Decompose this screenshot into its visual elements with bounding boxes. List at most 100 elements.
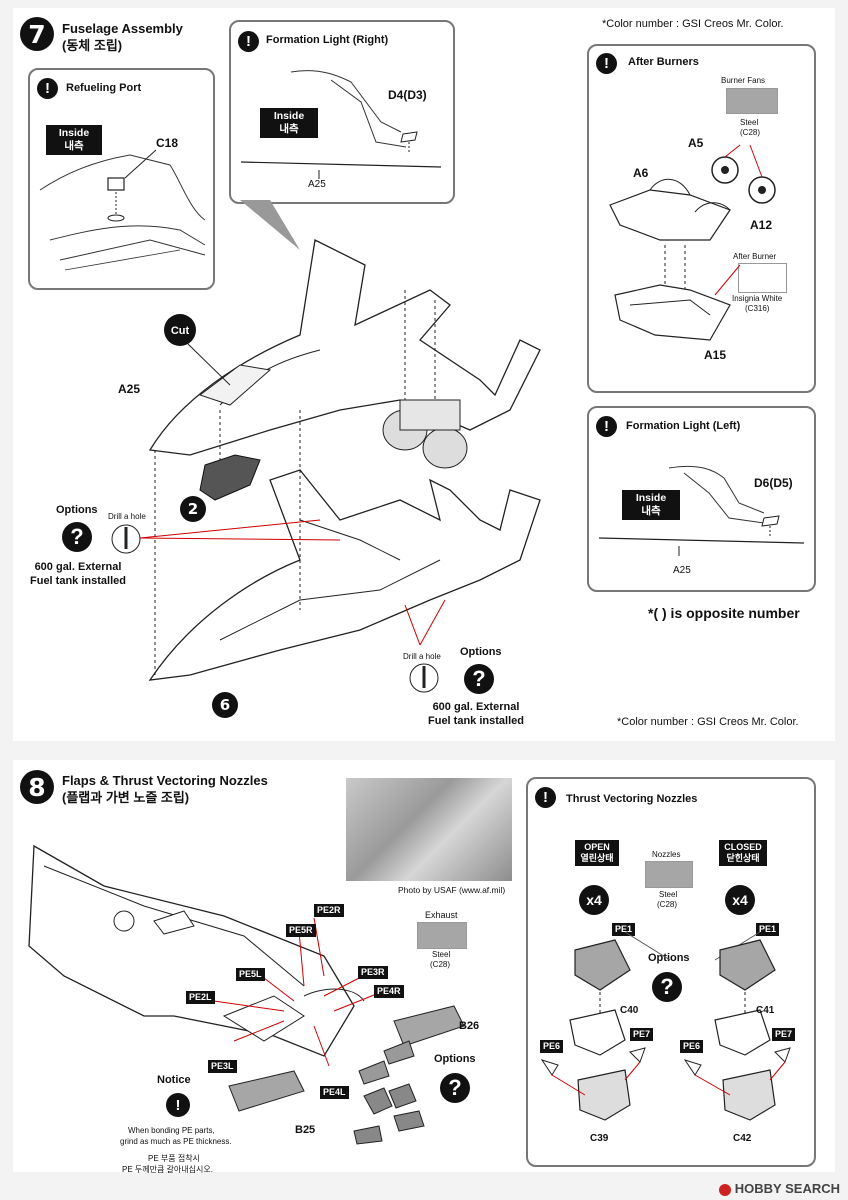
- options-label: Options: [460, 646, 502, 658]
- pe1-closed-tag: PE1: [756, 923, 780, 936]
- callout-pointer: [240, 200, 300, 250]
- burner-fans-swatch: [726, 88, 778, 114]
- part-b25: B25: [295, 1124, 316, 1136]
- exhaust-color: Steel: [432, 950, 451, 959]
- pe7-open-tag: PE7: [630, 1028, 654, 1041]
- part-c42: C42: [733, 1133, 752, 1144]
- part-a15: A15: [704, 348, 727, 362]
- pe5l-tag: PE5L: [236, 968, 265, 981]
- refueling-port-title: Refueling Port: [66, 82, 142, 94]
- watermark: HOBBY SEARCH: [718, 1181, 840, 1196]
- formation-light-right-title: Formation Light (Right): [266, 34, 389, 46]
- options-question-icon: ?: [440, 1073, 470, 1103]
- notice-title: Notice: [157, 1074, 191, 1086]
- step-8-title-ko: (플랩과 가변 노즐 조립): [62, 790, 190, 805]
- part-a12: A12: [750, 218, 773, 232]
- pe4r-tag: PE4R: [374, 985, 404, 998]
- pe7-closed-tag: PE7: [772, 1028, 796, 1041]
- part-a6: A6: [633, 166, 649, 180]
- part-a25: A25: [118, 382, 141, 396]
- drill-icon: [409, 663, 439, 693]
- nozzles-swatch: [645, 861, 693, 888]
- after-burner-color: Insignia White: [732, 294, 783, 303]
- notice-warning-icon: !: [166, 1093, 190, 1117]
- options-label: Options: [56, 504, 98, 516]
- part-b26: B26: [459, 1020, 480, 1032]
- step-7-title-ko: (동체 조립): [62, 38, 123, 53]
- warning-icon: !: [37, 78, 58, 99]
- drill-label: Drill a hole: [403, 652, 441, 661]
- pe6-closed-tag: PE6: [680, 1040, 704, 1053]
- part-a5: A5: [688, 136, 704, 150]
- warning-icon: !: [596, 53, 617, 74]
- pe2l-tag: PE2L: [186, 991, 215, 1004]
- burner-fans-color: Steel: [740, 118, 759, 127]
- tvn-title: Thrust Vectoring Nozzles: [566, 793, 698, 805]
- step-8-number: 8: [20, 770, 54, 804]
- color-note-top: *Color number : GSI Creos Mr. Color.: [602, 18, 784, 30]
- refueling-port-drawing: [39, 149, 206, 271]
- sub-assembly-6: 6: [212, 692, 238, 718]
- nozzles-code: (C28): [657, 900, 678, 909]
- options-question-icon: ?: [62, 522, 92, 552]
- pe3r-tag: PE3R: [358, 966, 388, 979]
- notice-ko2: PE 두께만큼 갈아내십시오.: [122, 1165, 213, 1174]
- x4-open: x4: [579, 885, 609, 915]
- part-d4-d3: D4(D3): [388, 88, 427, 102]
- ref-a25: A25: [673, 565, 691, 576]
- pe3l-tag: PE3L: [208, 1060, 237, 1073]
- exhaust-label: Exhaust: [425, 910, 458, 920]
- hobby-search-logo-icon: [718, 1183, 731, 1196]
- options-label: Options: [434, 1053, 476, 1065]
- ref-a25: A25: [308, 179, 326, 190]
- nozzles-label: Nozzles: [652, 850, 681, 859]
- opposite-number-note: *( ) is opposite number: [648, 605, 800, 621]
- f22-photo: [346, 778, 512, 881]
- options-question-icon: ?: [652, 972, 682, 1002]
- after-burner-swatch: [738, 263, 787, 293]
- warning-icon: !: [535, 787, 556, 808]
- flaps-drawing: [28, 844, 465, 1145]
- step-7-number: 7: [20, 17, 54, 51]
- part-c41: C41: [756, 1005, 775, 1016]
- formation-light-left-title: Formation Light (Left): [626, 420, 741, 432]
- drill-icon: [111, 524, 141, 554]
- after-burner-label: After Burner: [733, 252, 777, 261]
- x4-closed: x4: [725, 885, 755, 915]
- pe4l-tag: PE4L: [320, 1086, 349, 1099]
- after-burner-code: (C316): [745, 304, 770, 313]
- options-question-icon: ?: [464, 664, 494, 694]
- options-label: Options: [648, 952, 690, 964]
- burner-fans-code: (C28): [740, 128, 761, 137]
- warning-icon: !: [238, 31, 259, 52]
- part-c39: C39: [590, 1133, 609, 1144]
- step-8-title: Flaps & Thrust Vectoring Nozzles: [62, 773, 268, 788]
- sub-assembly-2: 2: [180, 496, 206, 522]
- step-7-title: Fuselage Assembly: [62, 21, 183, 36]
- part-d6-d5: D6(D5): [754, 476, 793, 490]
- nozzles-color: Steel: [659, 890, 678, 899]
- fuselage-assembly-drawing: Cut: [139, 239, 541, 681]
- afterburners-drawing: [609, 144, 776, 341]
- part-c40: C40: [620, 1005, 639, 1016]
- photo-credit: Photo by USAF (www.af.mil): [398, 885, 506, 895]
- afterburners-title: After Burners: [628, 56, 699, 68]
- notice-ko1: PE 부품 접착시: [148, 1154, 200, 1163]
- burner-fans-label: Burner Fans: [721, 76, 766, 85]
- exhaust-code: (C28): [430, 960, 451, 969]
- formation-light-left-drawing: [598, 465, 805, 556]
- part-c18: C18: [156, 136, 179, 150]
- exhaust-swatch: [417, 922, 467, 949]
- notice-line1: When bonding PE parts,: [128, 1126, 215, 1135]
- pe6-open-tag: PE6: [540, 1040, 564, 1053]
- formation-light-right-drawing: [240, 70, 442, 179]
- pe1-open-tag: PE1: [612, 923, 636, 936]
- warning-icon: !: [596, 416, 617, 437]
- tvn-drawing: [540, 931, 791, 1121]
